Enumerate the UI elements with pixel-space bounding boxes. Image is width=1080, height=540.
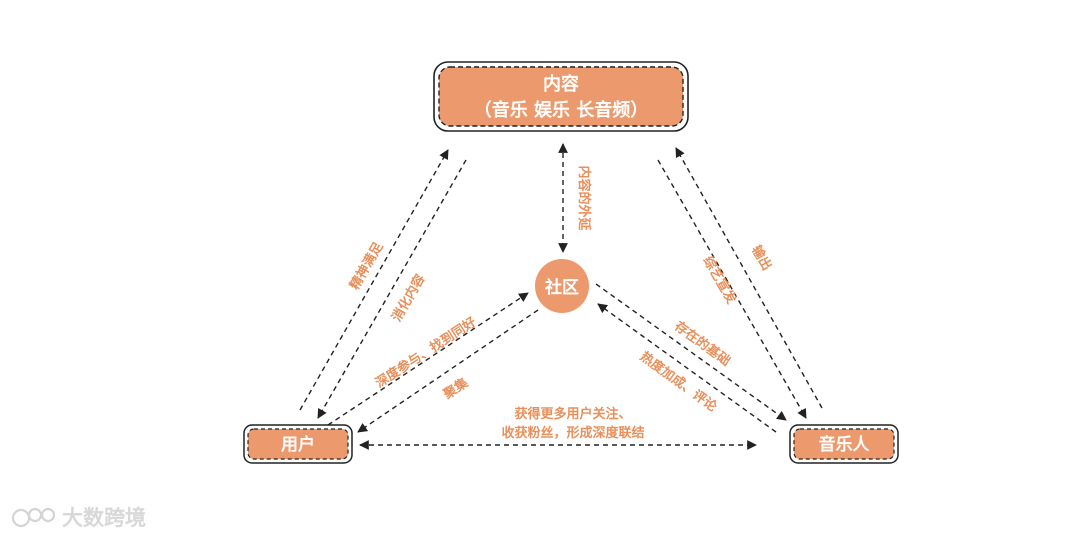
- label-content-community: 内容的外延: [576, 165, 592, 231]
- label-user-musician-line2: 收获粉丝，形成深度联结: [501, 425, 644, 441]
- user-label: 用户: [281, 434, 315, 455]
- logo-icon: [11, 507, 56, 528]
- arrow-content-to-musician: [657, 159, 807, 419]
- musician-node: 音乐人: [789, 424, 899, 464]
- arrow-user-to-community: [327, 292, 529, 426]
- label-user-to-content: 精神满足: [347, 239, 387, 293]
- musician-label: 音乐人: [819, 434, 871, 455]
- arrow-user-to-content: [299, 149, 449, 411]
- arrow-community-to-user: [357, 309, 539, 433]
- label-musician-to-community: 热度加成、评论: [637, 349, 721, 416]
- user-node: 用户: [243, 424, 353, 464]
- label-musician-to-content: 输出: [748, 243, 775, 274]
- label-user-musician-line1: 获得更多用户关注、: [514, 406, 631, 422]
- content-title: 内容: [543, 73, 579, 95]
- community-node: 社区: [535, 259, 589, 313]
- label-content-to-user: 消化内容: [389, 271, 429, 324]
- watermark-text: 大数跨境: [62, 506, 146, 530]
- arrow-musician-to-community: [597, 303, 777, 433]
- arrow-community-to-musician: [595, 283, 787, 421]
- arrow-content-to-user: [317, 159, 467, 419]
- watermark: 大数跨境: [10, 502, 146, 532]
- community-label: 社区: [544, 277, 579, 298]
- content-subtitle: （音乐 娱乐 长音频）: [474, 99, 649, 121]
- content-node: 内容 （音乐 娱乐 长音频）: [433, 61, 689, 132]
- label-community-to-user: 聚集: [440, 374, 472, 403]
- label-content-to-musician: 综艺宣发: [700, 253, 740, 307]
- arrow-musician-to-content: [675, 147, 823, 409]
